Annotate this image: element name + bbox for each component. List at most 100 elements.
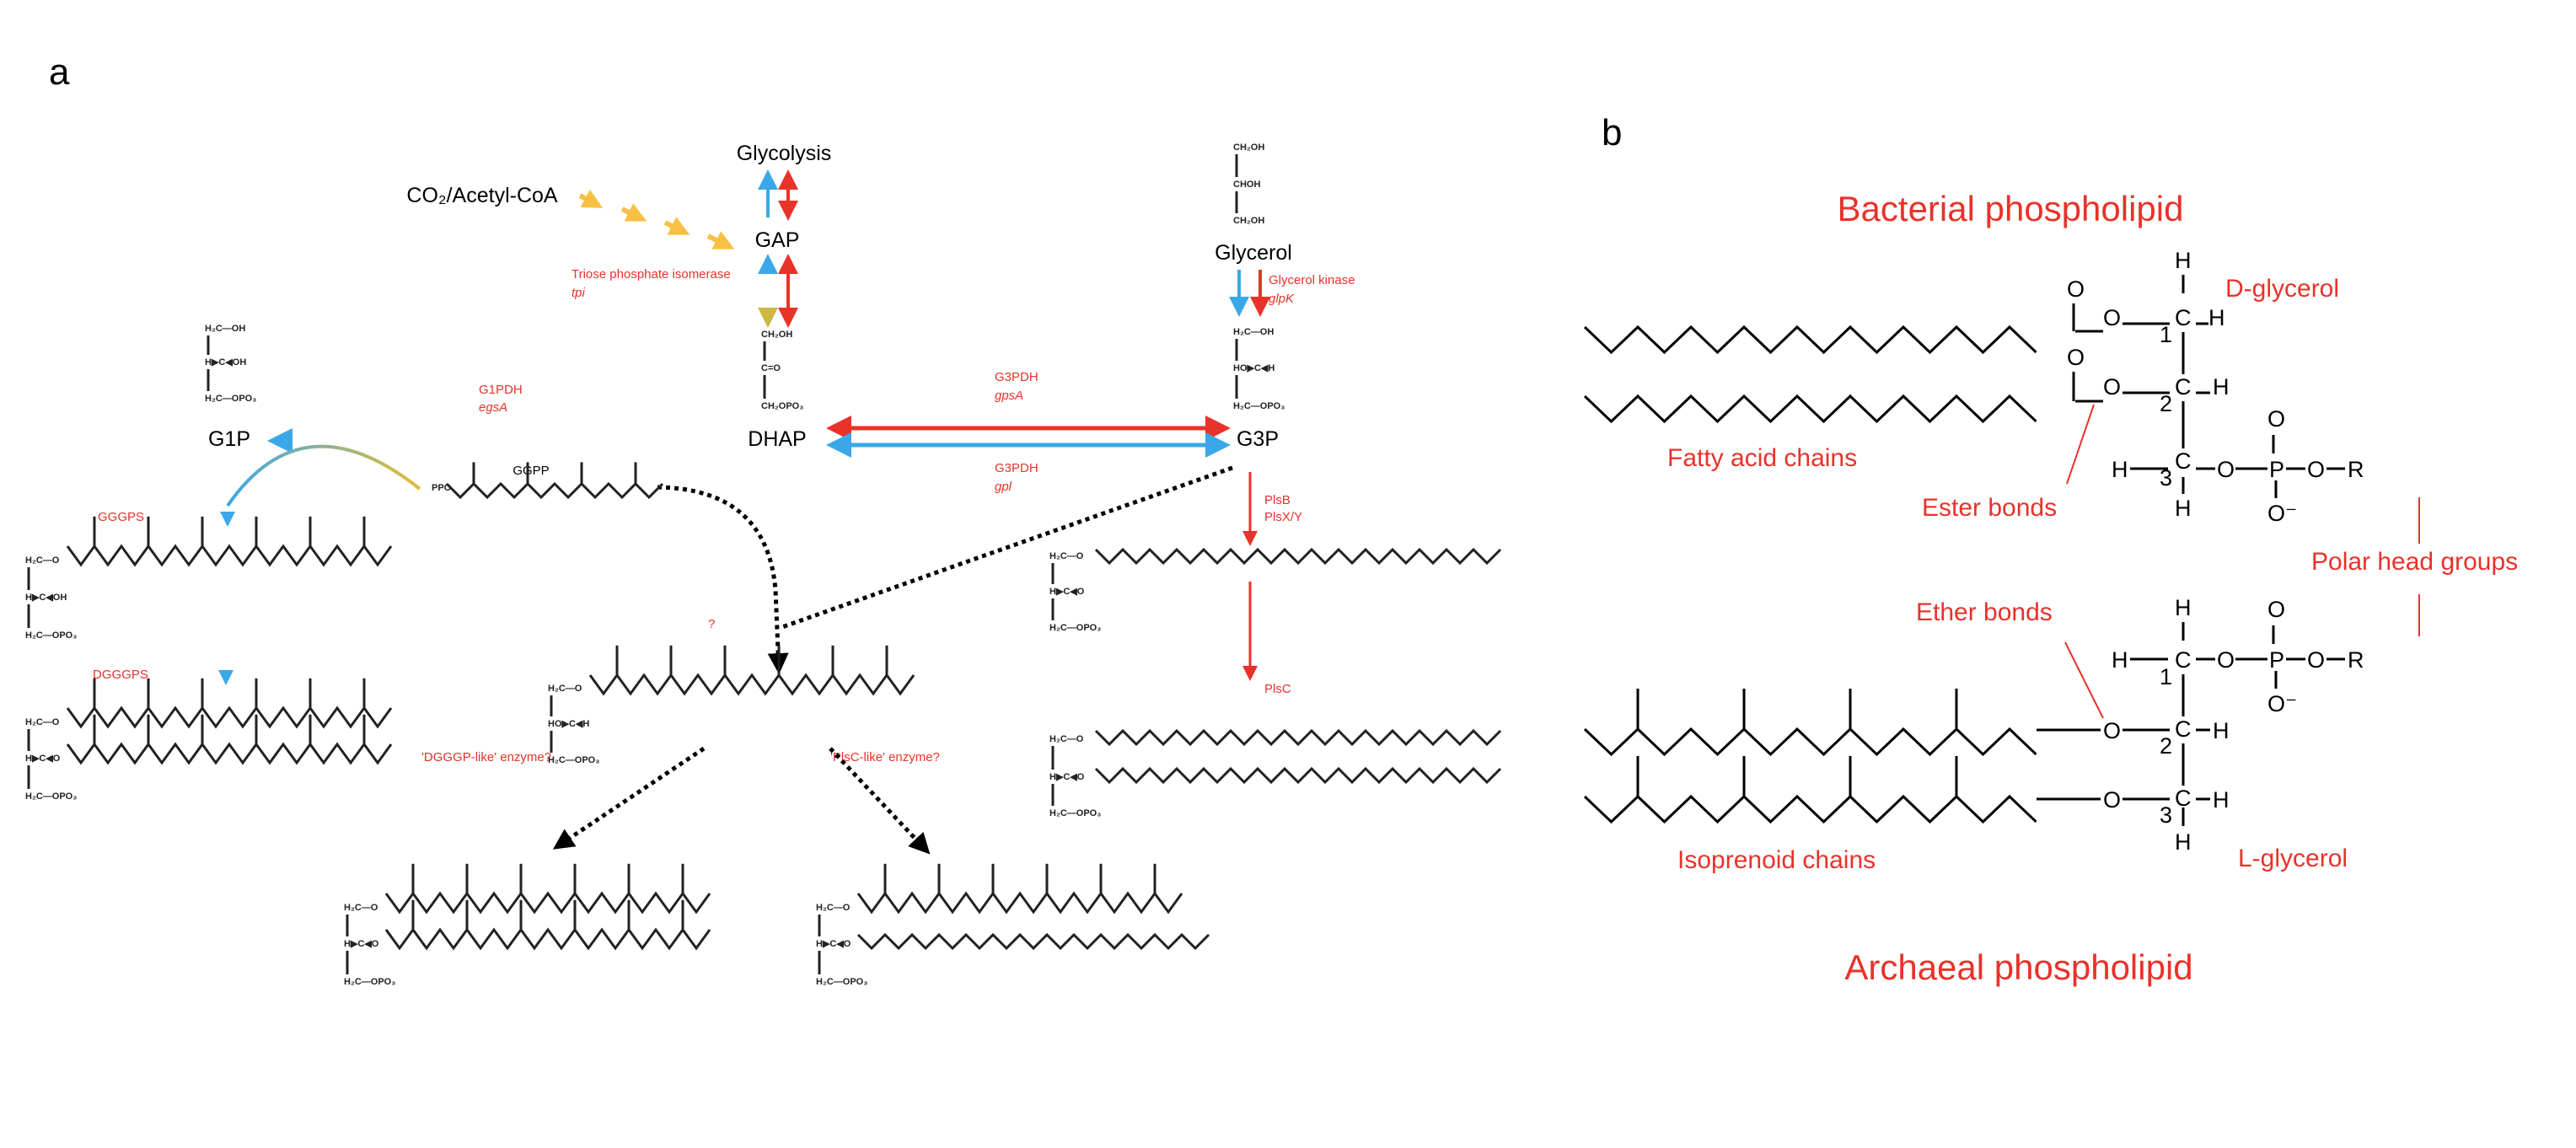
archaeal-phospholipid-title: Archaeal phospholipid (1844, 947, 2192, 987)
tpi-gene: tpi (572, 286, 586, 300)
lysopa-acyl-chain (1094, 547, 1502, 566)
hydrogen: H (2112, 647, 2128, 673)
carbon-number: 3 (2160, 465, 2172, 491)
gggp-chain (66, 544, 393, 567)
panel-a-label: a (49, 51, 70, 93)
structure-atom-label: H₂C—OH (205, 324, 245, 334)
structure-atom-label: H₂C—OPO₃ (344, 977, 395, 987)
ether-bonds-label: Ether bonds (1916, 598, 2053, 626)
carbonyl-oxygen-1: O (2067, 276, 2085, 302)
structure-atom-label: H▶C◀O (25, 754, 61, 764)
glycerol-carbon: C (2175, 448, 2192, 474)
g3pdh-gpsa-gene: gpsA (995, 389, 1023, 403)
structure-atom-label: H₂C—OPO₃ (1049, 623, 1101, 633)
dgggp-like-label: 'DGGGP-like' enzyme? (421, 750, 551, 764)
ester-oxygen-1: O (2103, 305, 2121, 330)
phosphate-anion-oxygen: O⁻ (2267, 501, 2297, 526)
product-dgggp-like-chain-2 (384, 927, 711, 951)
ester-oxygen-2: O (2103, 374, 2121, 400)
g3pdh-gpl-gene: gpl (995, 480, 1012, 494)
isoprenoid-chain-2 (1583, 794, 2037, 824)
structure-atom-label: H₂C—O (1049, 734, 1084, 744)
glpk-name: Glycerol kinase (1269, 273, 1355, 287)
carbonyl-oxygen-2: O (2067, 345, 2085, 370)
panel-b-label: b (1602, 112, 1622, 153)
glycerol-label: Glycerol (1215, 241, 1292, 265)
structure-atom-label: CH₂OH (1233, 142, 1264, 153)
structure-atom-label: H▶C◀O (1049, 772, 1085, 782)
structure-atom-label: HO▶C◀H (548, 719, 589, 729)
ggpp-chain (445, 481, 664, 500)
glycerol-carbon: C (2175, 716, 2192, 742)
glycolysis-label: Glycolysis (737, 142, 832, 165)
plsb-label: PlsB (1264, 493, 1291, 507)
hydrogen: H (2213, 787, 2230, 813)
fatty-acid-chain-1 (1583, 325, 2037, 355)
isoprenoid-chain-1 (1583, 727, 2037, 757)
ether-oxygen-2: O (2103, 787, 2121, 813)
ether-bond-pointer (2064, 641, 2104, 719)
polar-head-groups-label: Polar head groups (2311, 548, 2518, 576)
glpk-gene: glpK (1269, 292, 1295, 306)
glycerol-carbon: C (2175, 305, 2192, 330)
g1p-structure: H₂C—OH H▶C◀OH H₂C—OPO₃ (205, 324, 256, 404)
r-group: R (2348, 457, 2364, 482)
pa-acyl-chain-1 (1094, 728, 1502, 747)
structure-atom-label: CHOH (1233, 180, 1260, 190)
structure-atom-label: H▶C◀OH (205, 357, 246, 367)
ggpp-ppo-label: PPO (432, 483, 452, 493)
g3p-label: G3P (1237, 427, 1279, 451)
product-plsc-like-isoprenoid (856, 891, 1183, 915)
carbon-number: 1 (2160, 664, 2172, 689)
structure-atom-label: H₂C—OH (1233, 327, 1274, 337)
phosphate-oxygen: O (2217, 647, 2235, 673)
phosphorus: P (2269, 457, 2284, 482)
hydrogen: H (2175, 595, 2192, 620)
hydrogen: H (2175, 829, 2192, 855)
structure-atom-label: H₂C—OPO₃ (1233, 401, 1285, 411)
lysopa-backbone: H₂C—O H▶C◀O H₂C—OPO₃ (1049, 551, 1101, 633)
g1pdh-gene: egsA (479, 400, 507, 415)
phosphate-oxygen: O (2307, 457, 2325, 482)
plsc-like-label: 'PlsC-like' enzyme? (830, 750, 940, 764)
enzyme-labels: Triose phosphate isomerase tpi Glycerol … (93, 267, 1355, 764)
isoprenoid-chains-label: Isoprenoid chains (1677, 846, 1876, 874)
structure-atom-label: H₂C—OPO₃ (205, 394, 256, 404)
ggpp-label: GGPP (513, 464, 549, 478)
structure-atom-label: CH₂OPO₃ (761, 401, 803, 411)
g3p-gggp-chain (588, 673, 915, 696)
carbon-number: 3 (2160, 802, 2172, 828)
structure-atom-label: H₂C—O (25, 555, 60, 566)
panel-b-annotations: D-glycerol L-glycerol Fatty acid chains … (1667, 275, 2518, 874)
glycerol-carbon: C (2175, 786, 2192, 811)
fatty-acid-chains-label: Fatty acid chains (1667, 444, 1857, 472)
structure-atom-label: H▶C◀O (1049, 587, 1085, 597)
carbon-number: 1 (2160, 322, 2172, 347)
metabolite-labels: Glycolysis CO₂/Acetyl-CoA GAP Glycerol D… (208, 142, 1292, 478)
unknown-enzyme-label: ? (708, 617, 715, 631)
structure-atom-label: C=O (761, 363, 781, 373)
r-group: R (2348, 647, 2364, 673)
ggpp-dashed-arrow (657, 485, 789, 674)
structure-atom-label: H₂C—O (1049, 551, 1084, 561)
glycerol-carbon: C (2175, 374, 2192, 400)
plsc-like-dashed-arrow (829, 747, 931, 855)
glycerol-carbon: C (2175, 647, 2192, 673)
phosphoryl-oxygen: O (2267, 597, 2285, 622)
bacterial-phospholipid-title: Bacterial phospholipid (1838, 189, 2184, 228)
ggpp-to-gggps-curve (226, 444, 421, 507)
panel-a-structures: CH₂OHCHOHCH₂OHCH₂OHC=OCH₂OPO₃H₂C—OHHO▶C◀… (25, 142, 1502, 987)
hydrogen: H (2208, 305, 2225, 330)
structure-atom-label: H▶C◀OH (25, 593, 67, 603)
g3pdh-gpl-name: G3PDH (995, 461, 1038, 475)
structure-atom-label: H₂C—OPO₃ (548, 755, 599, 765)
structure-atom-label: H▶C◀O (816, 939, 851, 949)
